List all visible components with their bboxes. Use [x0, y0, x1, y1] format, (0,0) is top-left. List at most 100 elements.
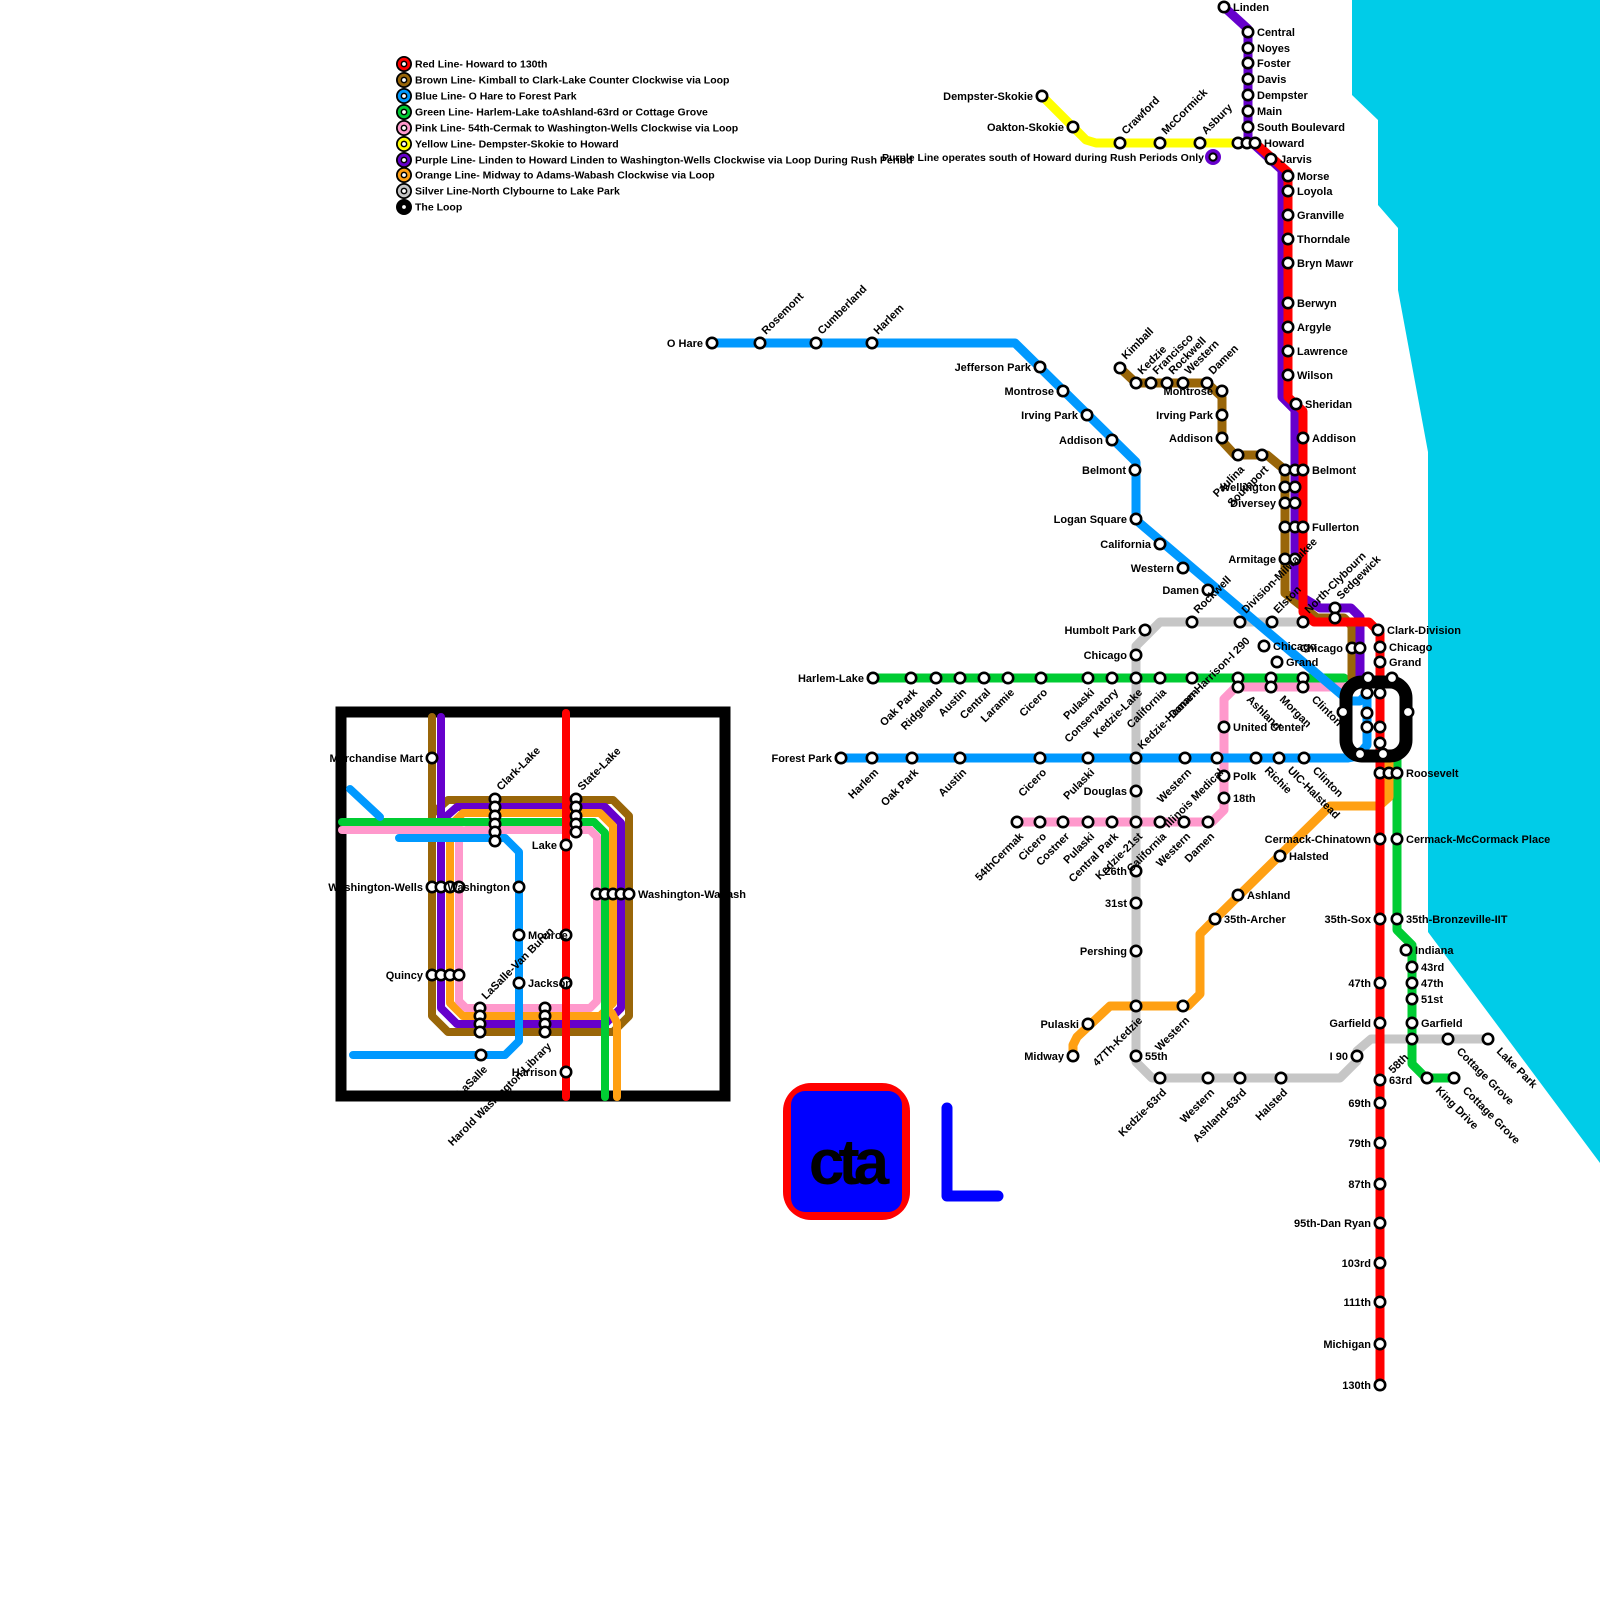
station-cicero — [1034, 671, 1048, 685]
station-130th — [1373, 1378, 1387, 1392]
station-pulaski — [1081, 671, 1095, 685]
station-label: Oakton-Skokie — [987, 122, 1064, 134]
station-label: 79th — [1348, 1138, 1371, 1150]
station-label: United Center — [1233, 722, 1306, 734]
inset-brown — [428, 713, 633, 1036]
station-austin — [953, 671, 967, 685]
station-label: 43rd — [1421, 962, 1444, 974]
station-kimball — [1113, 361, 1127, 375]
station-addison — [1215, 431, 1229, 445]
station-label: Lawrence — [1297, 346, 1348, 358]
station-label: Midway — [1024, 1051, 1065, 1063]
station-asbury — [1193, 136, 1207, 150]
station-belmont — [1296, 463, 1310, 477]
station-label: 111th — [1343, 1297, 1371, 1309]
station-illinois-medical — [1210, 751, 1224, 765]
station-label: Irving Park — [1156, 410, 1214, 422]
station-label: Grand — [1286, 657, 1318, 669]
station-ashland — [1231, 888, 1245, 902]
station-label: Sheridan — [1305, 399, 1352, 411]
station-label: Chicago — [1300, 643, 1344, 655]
loop-ring — [1339, 675, 1413, 763]
station-label: Grand — [1389, 657, 1421, 669]
station-chicago — [1373, 640, 1387, 654]
station-garfield — [1373, 1016, 1387, 1030]
station-grand — [1373, 655, 1387, 669]
station-label: Quincy — [386, 970, 424, 982]
station-label: South Boulevard — [1257, 122, 1345, 134]
station-ashland-63rd — [1233, 1071, 1247, 1085]
marker-hole — [402, 110, 406, 114]
station-kedzie-21st — [1129, 815, 1143, 829]
marker-hole — [402, 126, 406, 130]
station-label: Chicago — [1273, 641, 1317, 653]
station-california — [1153, 671, 1167, 685]
note-text: Purple Line operates south of Howard dur… — [882, 152, 1204, 164]
station-irving-park — [1080, 408, 1094, 422]
station-26th — [1129, 864, 1143, 878]
station-87th — [1373, 1177, 1387, 1191]
station-kedzie-63rd — [1153, 1071, 1167, 1085]
station-18th — [1217, 791, 1231, 805]
station-47th — [1405, 976, 1419, 990]
inset-green — [338, 818, 609, 1101]
station — [1336, 705, 1350, 719]
station — [473, 1025, 487, 1039]
station-western — [1176, 561, 1190, 575]
cta-logo-square — [791, 1091, 902, 1212]
station-cicero — [1033, 815, 1047, 829]
station — [569, 825, 583, 839]
legend-item: Purple Line- Linden to Howard Linden to … — [396, 152, 913, 168]
station-howard — [1248, 136, 1262, 150]
station-label: Kedzie-63rd — [1117, 1087, 1170, 1140]
station-label: Asbury — [1200, 101, 1236, 137]
station-label: Washington-Wabash — [638, 889, 746, 901]
station — [1376, 747, 1390, 761]
station-35th-archer — [1208, 912, 1222, 926]
station-63rd — [1373, 1073, 1387, 1087]
station-sheridan — [1289, 397, 1303, 411]
station-conservatory — [1105, 671, 1119, 685]
station-clinton — [1296, 680, 1310, 694]
station-king-drive — [1420, 1071, 1434, 1085]
station-label: 26th — [1104, 866, 1127, 878]
station-davis — [1241, 72, 1255, 86]
station-ashland — [1231, 680, 1245, 694]
station — [1373, 686, 1387, 700]
station-label: Morse — [1297, 171, 1329, 183]
station — [1385, 671, 1399, 685]
station-elston — [1265, 615, 1279, 629]
legend-label: Purple Line- Linden to Howard Linden to … — [415, 155, 913, 167]
station-jefferson-park — [1033, 360, 1047, 374]
station-label: Polk — [1233, 771, 1257, 783]
station-label: Foster — [1257, 58, 1291, 70]
station-damen — [1201, 583, 1215, 597]
station — [1288, 552, 1302, 566]
station — [1401, 705, 1415, 719]
legend-label: Brown Line- Kimball to Clark-Lake Counte… — [415, 75, 729, 87]
purple-note: Purple Line operates south of Howard dur… — [882, 149, 1221, 165]
station-western — [1201, 1071, 1215, 1085]
station-humbolt-park — [1138, 623, 1152, 637]
station-lake-park — [1481, 1032, 1495, 1046]
station-label: Clark-Division — [1387, 625, 1461, 637]
station — [452, 880, 466, 894]
station-garfield — [1405, 1016, 1419, 1030]
station-label: Lake — [532, 840, 557, 852]
station-cottage-grove — [1441, 1032, 1455, 1046]
station-lasalle — [474, 1048, 488, 1062]
station-label: Montrose — [1005, 386, 1055, 398]
station-central-park — [1105, 815, 1119, 829]
station-lawrence — [1281, 344, 1295, 358]
legend-label: The Loop — [415, 202, 462, 214]
station — [1288, 480, 1302, 494]
station-label: Howard — [1264, 138, 1304, 150]
station-label: Cumberland — [816, 283, 870, 337]
station-label: Linden — [1233, 2, 1269, 14]
station-dempster-skokie — [1035, 89, 1049, 103]
station-label: Addison — [1312, 433, 1356, 445]
station-chicago — [1129, 648, 1143, 662]
lake-michigan — [1352, 0, 1600, 1163]
station-label: Granville — [1297, 210, 1344, 222]
